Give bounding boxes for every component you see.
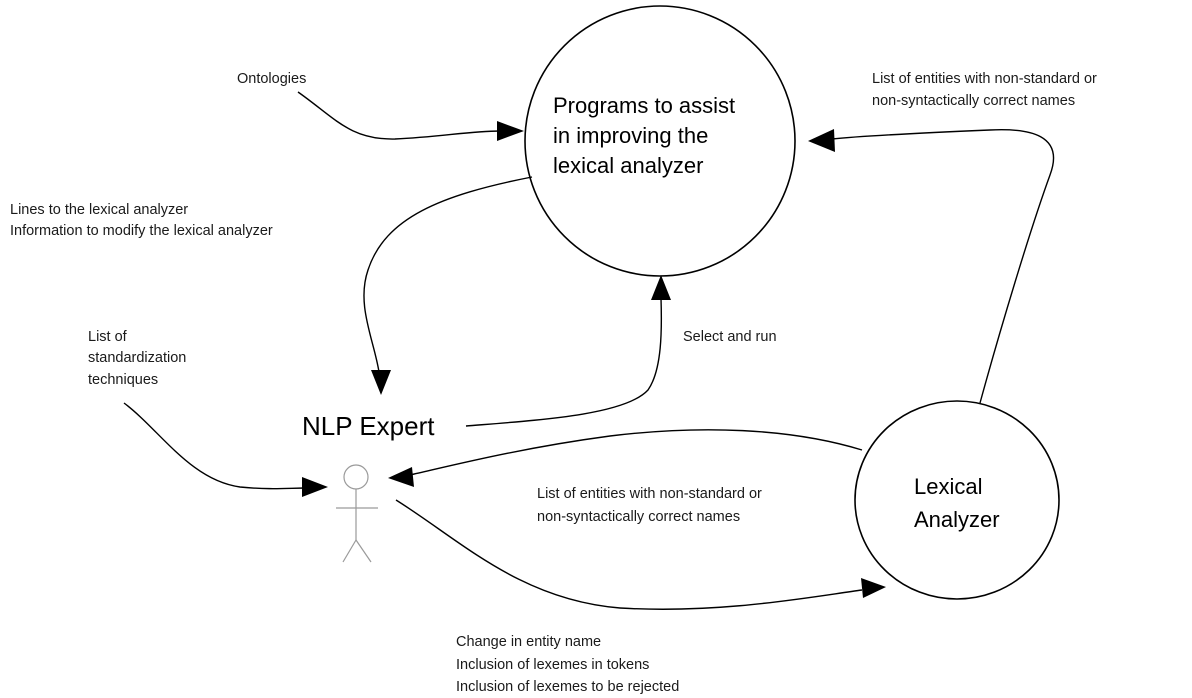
lines-to-analyzer-flow: [363, 176, 533, 395]
ontologies-edge: [297, 91, 501, 140]
select-run-line-1: Select and run: [683, 329, 777, 345]
lines-to-analyzer-label: Lines to the lexical analyzer Informatio…: [10, 202, 273, 239]
standardization-label: List of standardization techniques: [88, 329, 190, 388]
lexical-analyzer-circle: [854, 400, 1060, 600]
standardization-line-3: techniques: [88, 372, 158, 388]
lexical-analyzer-label: Lexical Analyzer: [914, 474, 1000, 532]
select-run-arrowhead: [651, 275, 671, 300]
standardization-line-2: standardization: [88, 350, 186, 366]
entities-to-expert-arrowhead: [388, 467, 414, 487]
ontologies-flow: [297, 91, 524, 141]
entities-to-expert-edge: [409, 429, 863, 476]
entities-to-expert-label: List of entities with non-standard or no…: [537, 486, 766, 525]
programs-process-label: Programs to assist in improving the lexi…: [553, 93, 741, 178]
programs-label-line-1: Programs to assist: [553, 93, 735, 118]
entities-to-programs-line-1: List of entities with non-standard or: [872, 71, 1097, 87]
changes-line-2: Inclusion of lexemes in tokens: [456, 657, 649, 673]
entities-to-expert-line-1: List of entities with non-standard or: [537, 486, 762, 502]
standardization-line-1: List of: [88, 329, 128, 345]
changes-flow: [395, 499, 886, 610]
standardization-edge: [123, 402, 306, 490]
lines-to-analyzer-arrowhead: [371, 370, 391, 395]
standardization-flow: [123, 402, 328, 497]
lines-to-analyzer-edge: [363, 176, 533, 373]
entities-to-programs-arrowhead: [808, 129, 835, 152]
ontologies-label: Ontologies: [237, 71, 306, 87]
ontologies-label-line-1: Ontologies: [237, 71, 306, 87]
lexical-analyzer-label-line-2: Analyzer: [914, 507, 1000, 532]
programs-label-line-3: lexical analyzer: [553, 153, 703, 178]
entities-to-expert-line-2: non-syntactically correct names: [537, 509, 740, 525]
entities-to-programs-edge: [831, 128, 1055, 404]
programs-label-line-2: in improving the: [553, 123, 708, 148]
changes-edge: [395, 499, 863, 610]
nlp-expert-actor: NLP Expert: [302, 411, 435, 563]
changes-line-3: Inclusion of lexemes to be rejected: [456, 679, 679, 695]
stick-figure-icon: [336, 464, 378, 563]
entities-to-programs-flow: [808, 128, 1055, 404]
ontologies-arrowhead: [497, 121, 524, 141]
standardization-arrowhead: [302, 477, 328, 497]
changes-line-1: Change in entity name: [456, 634, 601, 650]
changes-label: Change in entity name Inclusion of lexem…: [456, 634, 679, 695]
select-run-flow: [465, 275, 671, 427]
lines-to-analyzer-line-2: Information to modify the lexical analyz…: [10, 223, 273, 239]
lexical-analyzer-process: Lexical Analyzer: [854, 400, 1060, 600]
nlp-expert-label: NLP Expert: [302, 411, 435, 441]
entities-to-programs-line-2: non-syntactically correct names: [872, 93, 1075, 109]
select-run-label: Select and run: [683, 329, 777, 345]
entities-to-programs-label: List of entities with non-standard or no…: [872, 71, 1101, 109]
select-run-edge: [465, 297, 663, 427]
lines-to-analyzer-line-1: Lines to the lexical analyzer: [10, 202, 188, 218]
entities-to-expert-flow: [388, 429, 863, 487]
changes-arrowhead: [861, 578, 886, 598]
programs-process-circle: [524, 5, 796, 277]
lexical-analyzer-label-line-1: Lexical: [914, 474, 982, 499]
programs-process: Programs to assist in improving the lexi…: [524, 5, 796, 277]
